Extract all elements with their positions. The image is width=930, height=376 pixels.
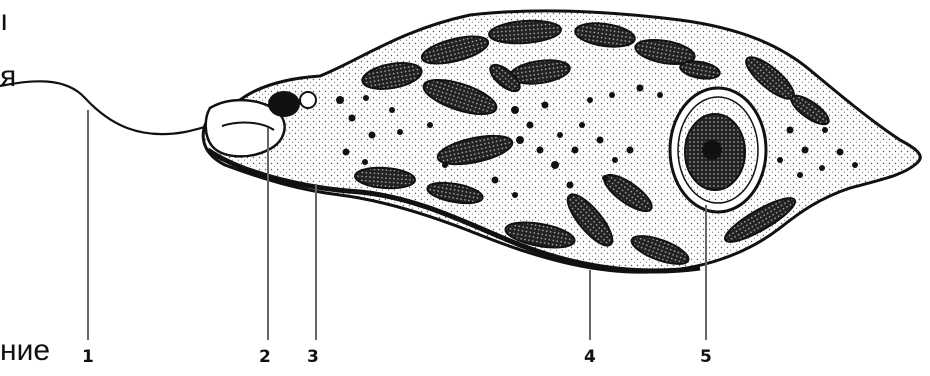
label-2: 2 xyxy=(259,347,271,367)
label-4: 4 xyxy=(584,347,596,367)
label-3: 3 xyxy=(307,347,319,367)
label-5: 5 xyxy=(700,347,712,367)
eyespot xyxy=(268,91,300,117)
label-1: 1 xyxy=(82,347,94,367)
nucleus xyxy=(670,88,766,212)
contractile-vacuole xyxy=(300,92,316,108)
text-fragment-bottom: ние xyxy=(0,334,50,368)
text-fragment-top: ı xyxy=(0,6,8,36)
flagellum xyxy=(0,81,238,134)
text-fragment-middle: я xyxy=(0,62,16,92)
